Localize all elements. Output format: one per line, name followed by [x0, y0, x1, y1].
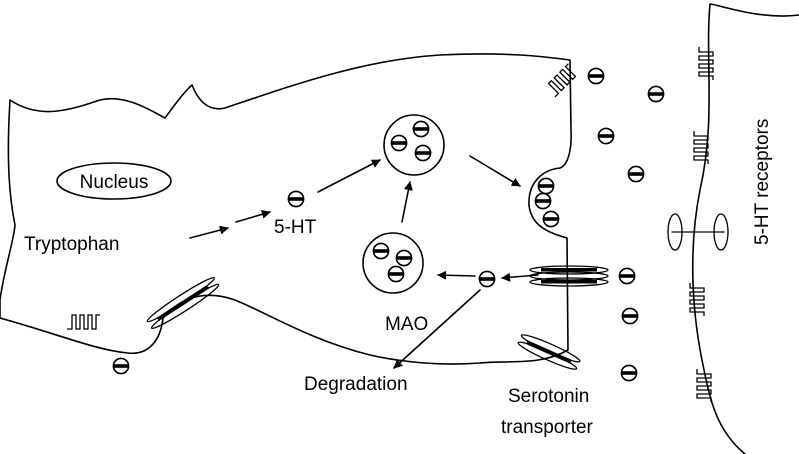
serotonin-molecule: [618, 267, 636, 285]
serotonin-molecule: [627, 165, 645, 183]
serotonin-molecule: [534, 192, 552, 210]
arrow-recycled-to-vesicle: [401, 181, 413, 223]
arrow-tryptophan-to-5ht-2: [235, 209, 271, 223]
serotonin-molecule: [287, 190, 305, 208]
degradation-label: Degradation: [304, 374, 408, 395]
serotonin-molecule: [542, 210, 560, 228]
serotonin-transporter-label-line1: Serotonin: [508, 386, 589, 407]
vesicle-recycled: [362, 232, 424, 294]
serotonin-transporter: [517, 334, 581, 370]
nucleus-label: Nucleus: [80, 172, 149, 193]
nucleus: Nucleus: [56, 162, 172, 200]
presynaptic-neuron-membrane: [0, 53, 572, 365]
tryptophan-label: Tryptophan: [24, 234, 119, 255]
autoreceptor-top: [544, 63, 579, 98]
serotonin-molecule: [647, 85, 665, 103]
postsynaptic-receptor: [696, 368, 712, 403]
arrow-tryptophan-to-5ht: [189, 225, 229, 239]
mao-label: MAO: [385, 314, 428, 335]
postsynaptic-receptor: [689, 282, 705, 317]
serotonin-molecule: [478, 270, 496, 288]
serotonin-transporter-label-line2: transporter: [501, 417, 594, 438]
arrow-vesicle-to-release: [469, 155, 521, 187]
arrow-5ht-to-recycled-vesicle: [437, 270, 476, 280]
postsynaptic-receptor: [698, 46, 714, 81]
serotonin-molecule: [537, 177, 555, 195]
serotonin-molecule: [587, 67, 605, 85]
arrow-5ht-to-vesicle: [317, 159, 381, 193]
serotonin-molecule: [597, 127, 615, 145]
serotonin-molecule: [621, 307, 639, 325]
arrow-transporter-to-5ht: [501, 272, 539, 282]
serotonin-molecule: [112, 357, 130, 375]
serotonin-transporter: [146, 276, 220, 330]
five-ht-label: 5-HT: [274, 217, 317, 238]
vesicle-top: [383, 114, 445, 176]
arrow-5ht-to-degradation: [393, 289, 481, 369]
ion-channel-receptor: [667, 213, 729, 251]
receptors-label: 5-HT receptors: [752, 119, 773, 245]
autoreceptor-left: [66, 314, 101, 330]
serotonin-transporter: [529, 265, 609, 287]
serotonin-molecule: [620, 364, 638, 382]
